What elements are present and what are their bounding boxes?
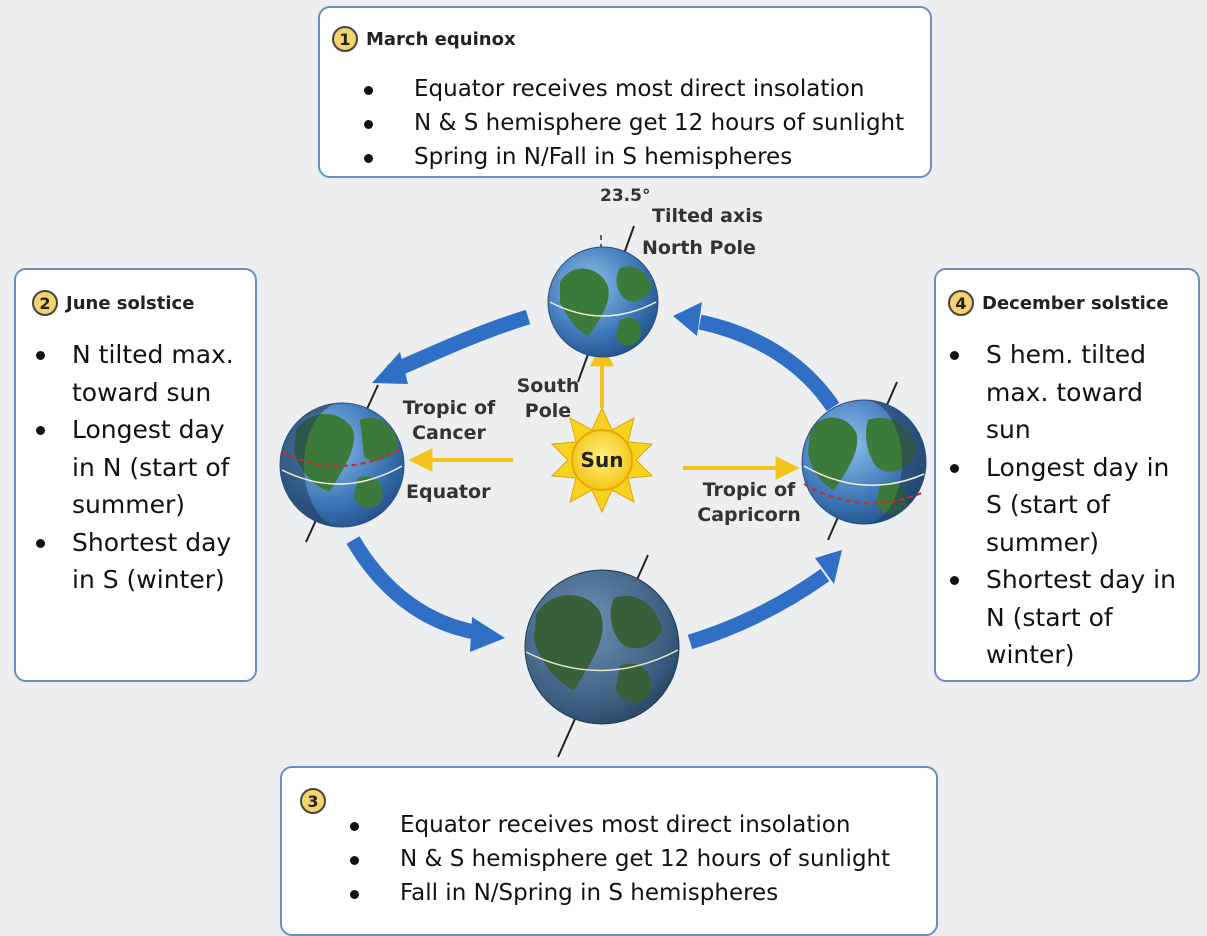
bullet-item: N & S hemisphere get 12 hours of sunligh… xyxy=(356,106,904,140)
bullet-item: Shortest day in N (start of winter) xyxy=(946,561,1176,674)
orbit-arrow-bottom-left xyxy=(346,536,505,652)
sun-icon xyxy=(550,406,654,514)
step-badge: 4 xyxy=(948,290,974,316)
south-pole-label: South Pole xyxy=(516,375,580,422)
north-pole-label: North Pole xyxy=(642,237,756,259)
orbit-arrow-top-right xyxy=(673,302,840,412)
tilted-axis-label: Tilted axis xyxy=(652,205,764,227)
step-badge: 1 xyxy=(332,26,358,52)
card-header: 1 March equinox xyxy=(332,26,516,52)
card-title: December solstice xyxy=(982,292,1169,314)
bullet-item: Equator receives most direct insolation xyxy=(356,72,904,106)
bullet-item: Longest day in N (start of summer) xyxy=(32,411,242,524)
bullet-item: Equator receives most direct insolation xyxy=(342,808,890,842)
card-september-equinox: 3 Equator receives most direct insolatio… xyxy=(280,766,938,936)
equator-label: Equator xyxy=(406,481,491,503)
card-march-equinox: 1 March equinox Equator receives most di… xyxy=(318,6,932,178)
bullet-item: Longest day in S (start of summer) xyxy=(946,449,1176,562)
card-title: March equinox xyxy=(366,28,516,50)
earth-june-icon xyxy=(279,384,405,543)
card-header: 4 December solstice xyxy=(948,290,1169,316)
sun-label: Sun xyxy=(580,448,624,472)
angle-label: 23.5° xyxy=(600,186,651,206)
orbit-arrow-bottom-right xyxy=(687,550,842,650)
earth-march-icon xyxy=(547,225,659,383)
card-header: 2 June solstice xyxy=(32,290,194,316)
tropic-of-capricorn-label: Tropic of Capricorn xyxy=(697,479,801,526)
bullet-item: N tilted max. toward sun xyxy=(32,336,242,411)
bullet-item: Spring in N/Fall in S hemispheres xyxy=(356,140,904,174)
bullet-item: Fall in N/Spring in S hemispheres xyxy=(342,876,890,910)
bullet-item: Shortest day in S (winter) xyxy=(32,524,242,599)
bullet-item: N & S hemisphere get 12 hours of sunligh… xyxy=(342,842,890,876)
card-header: 3 xyxy=(300,788,326,814)
orbit-arrow-top-left xyxy=(372,309,531,384)
earth-december-icon xyxy=(801,381,927,541)
step-badge: 2 xyxy=(32,290,58,316)
card-june-solstice: 2 June solstice N tilted max. toward sun… xyxy=(14,268,257,682)
card-december-solstice: 4 December solstice S hem. tilted max. t… xyxy=(934,268,1200,682)
bullet-item: S hem. tilted max. toward sun xyxy=(946,336,1176,449)
earth-september-icon xyxy=(524,554,680,758)
tropic-of-cancer-label: Tropic of Cancer xyxy=(402,397,496,444)
step-badge: 3 xyxy=(300,788,326,814)
card-title: June solstice xyxy=(66,292,195,314)
